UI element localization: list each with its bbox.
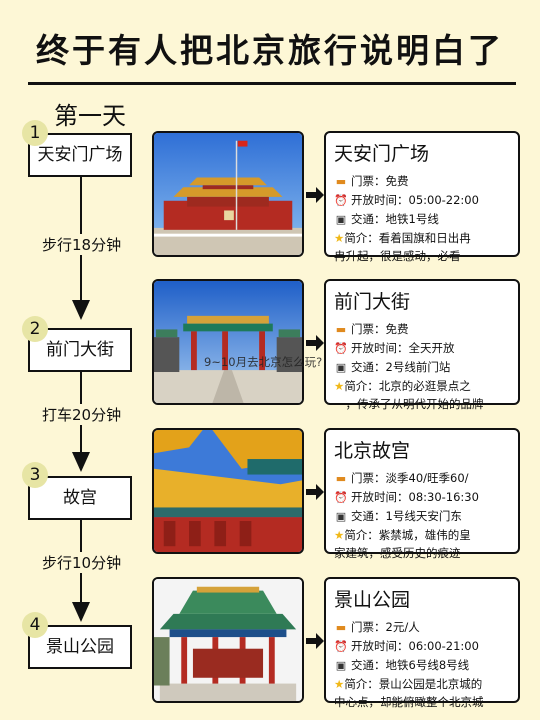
- photo-jingshan: [152, 577, 304, 703]
- alarm-clock-icon: ⏰: [334, 640, 348, 653]
- transport-text: 交通：2号线前门站: [351, 360, 451, 374]
- info-card-jingshan: 景山公园 ▬ 门票：2元/人 ⏰开放时间：06:00-21:00 ▣ 交通：地铁6号…: [324, 577, 520, 709]
- intro-text-cont: 家建筑，感受历史的痕迹: [334, 546, 461, 560]
- title-underline: [28, 82, 516, 85]
- ticket-text: 门票：免费: [351, 174, 409, 188]
- intro-text-cont: 一，传承了从明代开始的品牌: [334, 397, 484, 411]
- stop-label-jingshan: 景山公园: [28, 625, 132, 669]
- stop-number-badge: 3: [22, 462, 48, 488]
- star-icon: ★: [334, 231, 345, 245]
- ticket-text: 门票：免费: [351, 322, 409, 336]
- ticket-icon: ▬: [335, 175, 347, 188]
- photo-tiananmen: [152, 131, 304, 257]
- transfer-label: 步行18分钟: [40, 234, 124, 255]
- intro-text: 简介：北京的必逛景点之: [344, 379, 471, 393]
- star-icon: ★: [334, 528, 345, 542]
- hours-text: 开放时间：08:30-16:30: [351, 490, 479, 504]
- card-title: 天安门广场: [334, 143, 430, 165]
- stop-number-badge: 2: [22, 316, 48, 342]
- intro-text-cont: 中心点，却能俯瞰整个北京城: [334, 695, 484, 709]
- metro-icon: ▣: [335, 659, 347, 672]
- intro-text: 简介：紫禁城，雄伟的皇: [344, 528, 471, 542]
- transport-text: 交通：地铁1号线: [351, 212, 439, 226]
- metro-icon: ▣: [335, 213, 347, 226]
- transfer-label: 步行10分钟: [40, 552, 124, 573]
- overlay-caption: 9~10月去北京怎么玩?: [204, 355, 323, 369]
- alarm-clock-icon: ⏰: [334, 342, 348, 355]
- intro-text: 简介：看着国旗和日出冉: [344, 231, 471, 245]
- card-title: 前门大街: [334, 291, 411, 313]
- flow-arrow-3: [72, 602, 90, 622]
- flow-arrow-1: [72, 300, 90, 320]
- hours-text: 开放时间：全天开放: [351, 341, 455, 355]
- ticket-icon: ▬: [335, 472, 347, 485]
- photo-qianmen: [152, 279, 304, 405]
- card-title: 北京故宫: [334, 440, 411, 462]
- metro-icon: ▣: [335, 510, 347, 523]
- card-title: 景山公园: [334, 589, 411, 611]
- hours-text: 开放时间：05:00-22:00: [351, 193, 479, 207]
- stop-label-gugong: 故宫: [28, 476, 132, 520]
- alarm-clock-icon: ⏰: [334, 491, 348, 504]
- hours-text: 开放时间：06:00-21:00: [351, 639, 479, 653]
- transfer-label: 打车20分钟: [40, 404, 124, 425]
- info-card-gugong: 北京故宫 ▬ 门票：淡季40/旺季60/ ⏰开放时间：08:30-16:30 ▣ 交…: [324, 428, 520, 560]
- ticket-text: 门票：淡季40/旺季60/: [351, 471, 469, 485]
- photo-gugong: [152, 428, 304, 554]
- metro-icon: ▣: [335, 361, 347, 374]
- stop-number-badge: 4: [22, 612, 48, 638]
- arrow-right-icon: [306, 335, 324, 351]
- ticket-icon: ▬: [335, 621, 347, 634]
- intro-text: 简介：景山公园是北京城的: [344, 677, 483, 691]
- info-card-qianmen: 前门大街 ▬ 门票：免费 ⏰开放时间：全天开放 ▣ 交通：2号线前门站 ★简介：北京…: [324, 279, 520, 411]
- intro-text-cont: 冉升起，很是感动，必看: [334, 249, 461, 263]
- ticket-icon: ▬: [335, 323, 347, 336]
- star-icon: ★: [334, 677, 345, 691]
- flow-arrow-2: [72, 452, 90, 472]
- ticket-text: 门票：2元/人: [351, 620, 420, 634]
- transport-text: 交通：1号线天安门东: [351, 509, 462, 523]
- alarm-clock-icon: ⏰: [334, 194, 348, 207]
- stop-number-badge: 1: [22, 120, 48, 146]
- star-icon: ★: [334, 379, 345, 393]
- transport-text: 交通：地铁6号线8号线: [351, 658, 470, 672]
- arrow-right-icon: [306, 633, 324, 649]
- info-card-tiananmen: 天安门广场 ▬ 门票：免费 ⏰开放时间：05:00-22:00 ▣ 交通：地铁1号线…: [324, 131, 520, 263]
- arrow-right-icon: [306, 484, 324, 500]
- arrow-right-icon: [306, 187, 324, 203]
- day-label: 第一天: [54, 102, 126, 130]
- stop-label-qianmen: 前门大街: [28, 328, 132, 372]
- page-title: 终于有人把北京旅行说明白了: [36, 31, 504, 70]
